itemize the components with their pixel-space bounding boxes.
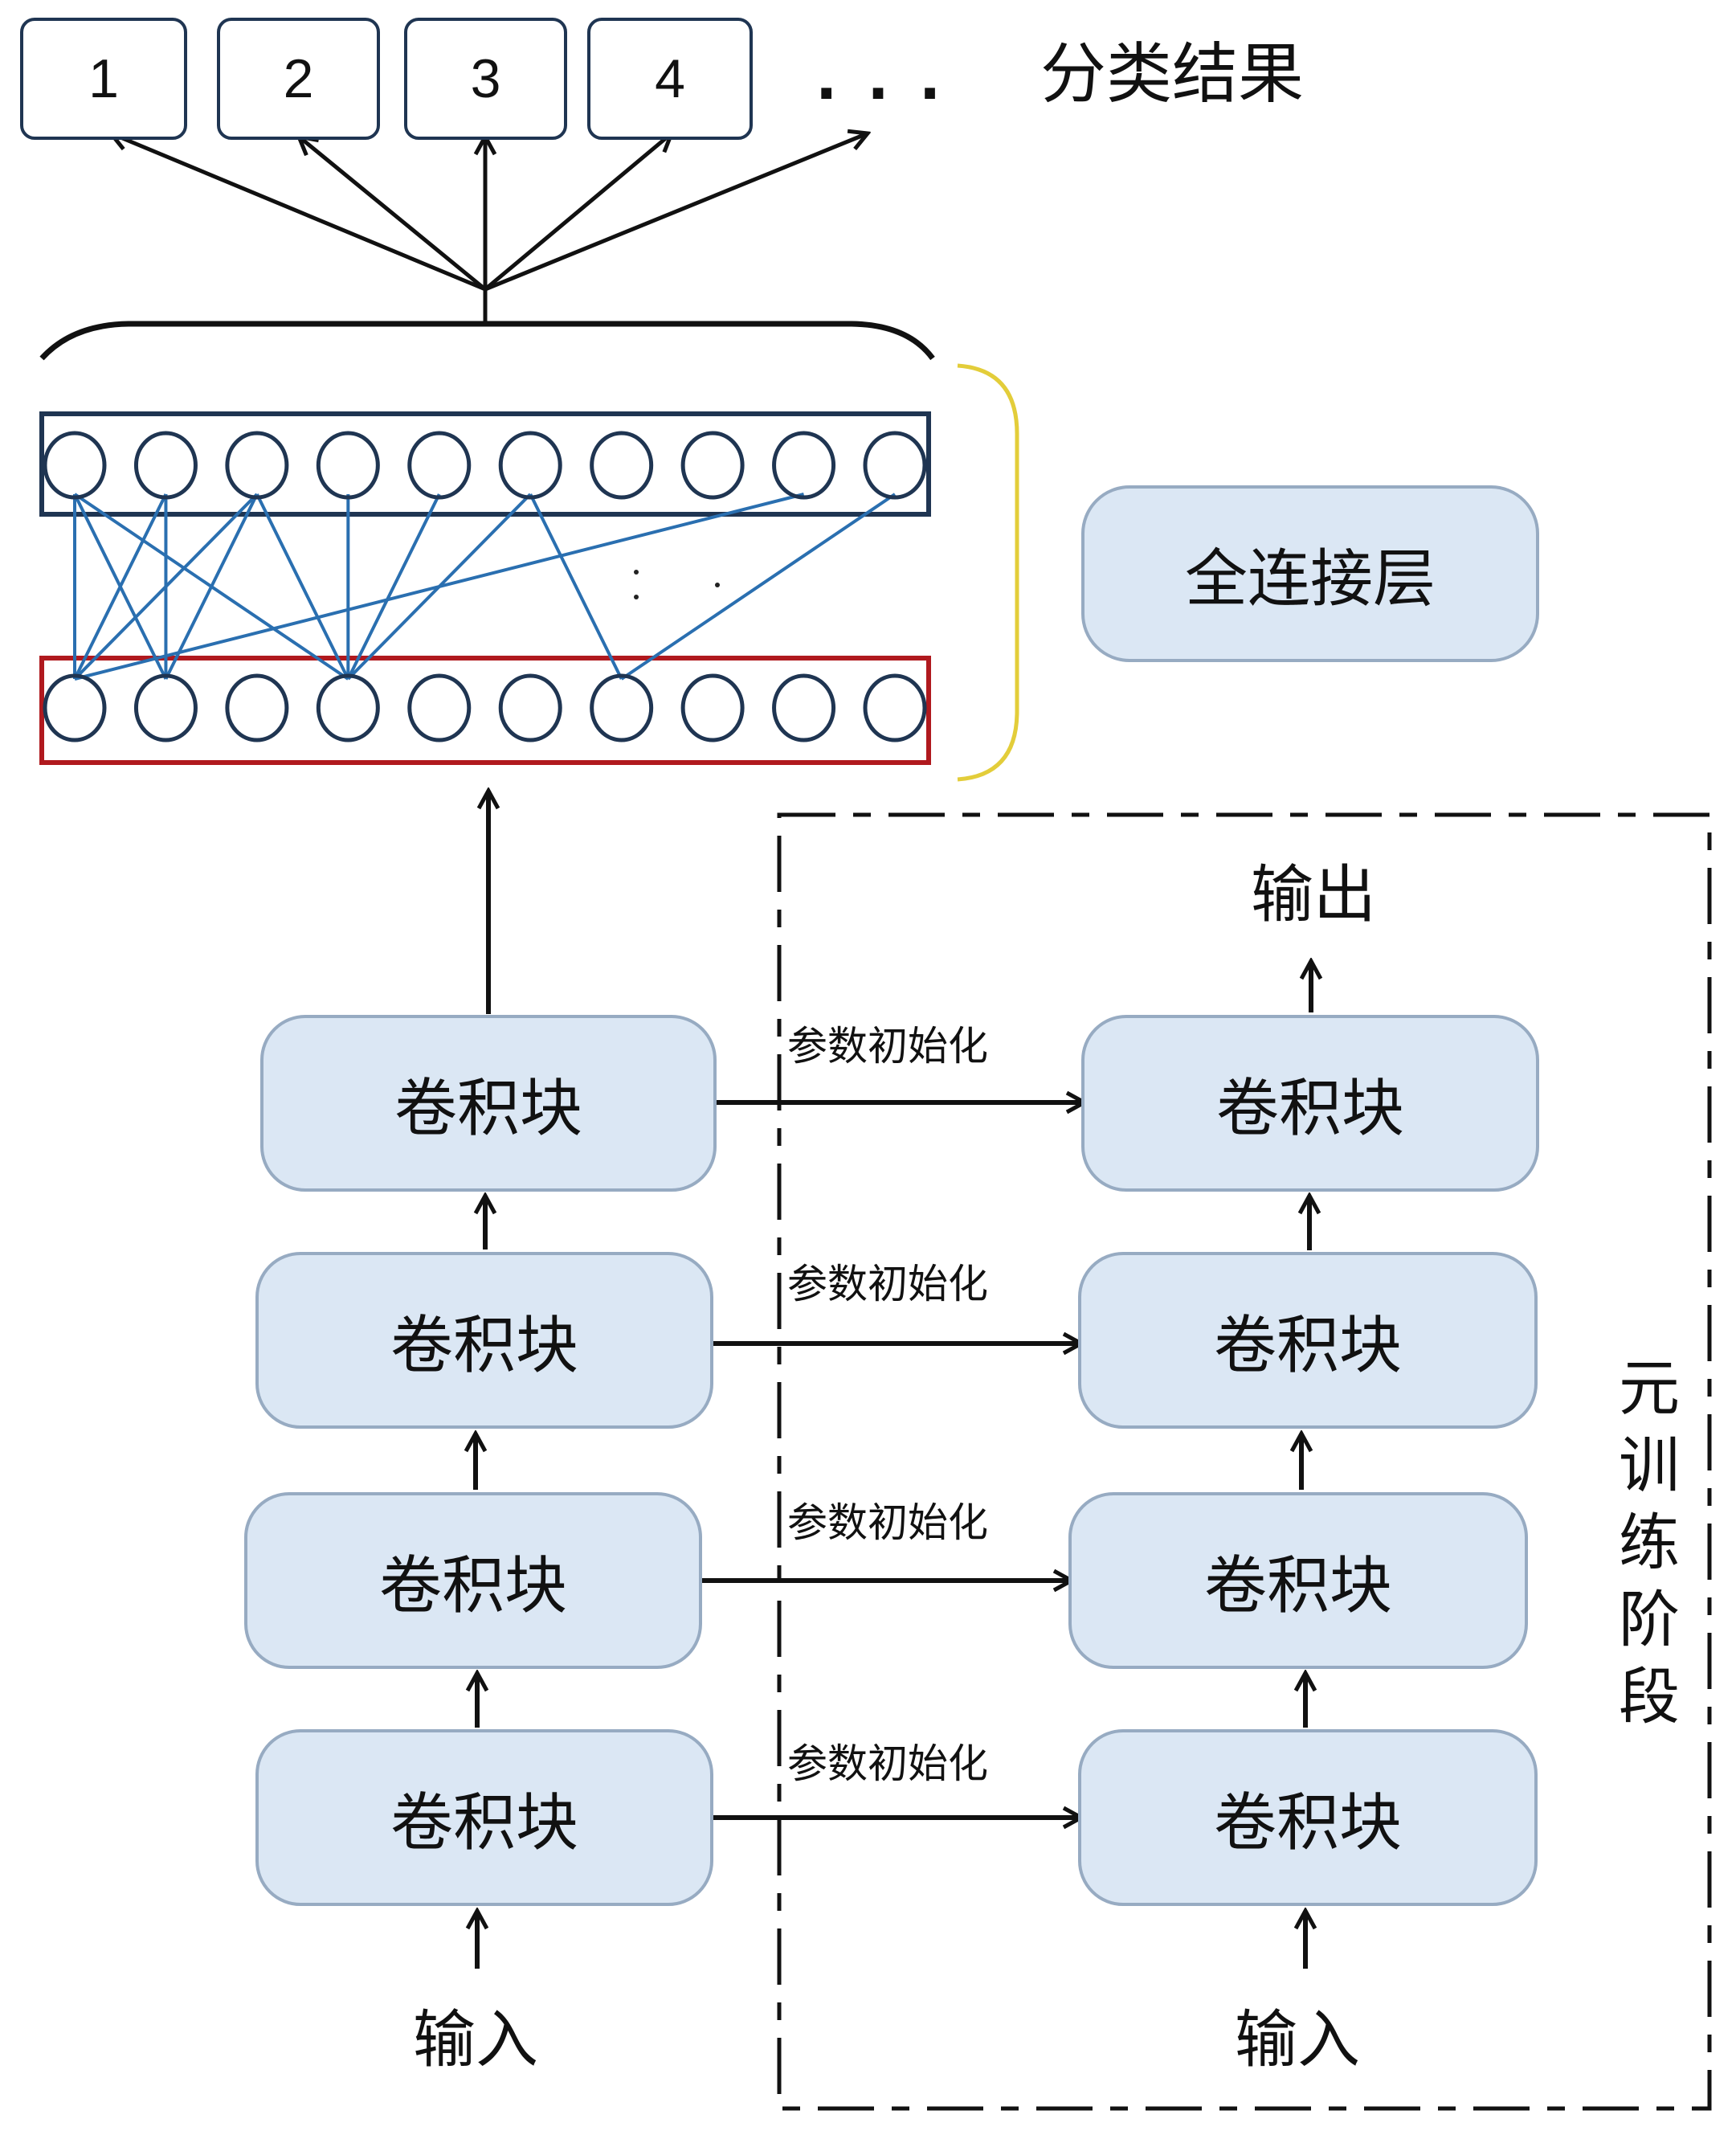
class-label: 1 bbox=[88, 48, 119, 109]
meta-conv-block-4: 卷积块 bbox=[1078, 1729, 1538, 1906]
bottom-layer-node bbox=[863, 673, 927, 742]
meta-input-label: 输入 bbox=[1235, 2004, 1361, 2076]
conv-block-label: 卷积块 bbox=[1215, 1073, 1404, 1145]
fully-connected-box: 全连接层 bbox=[1081, 485, 1539, 662]
connection-line bbox=[255, 493, 350, 680]
left-conv-block-1: 卷积块 bbox=[260, 1015, 717, 1192]
ellipsis-dot bbox=[634, 595, 639, 599]
conv-block-label: 卷积块 bbox=[378, 1550, 567, 1622]
conv-block-label: 卷积块 bbox=[1213, 1310, 1402, 1382]
conv-block-label: 卷积块 bbox=[1213, 1787, 1402, 1859]
class-box-2: 2 bbox=[217, 18, 380, 140]
param-init-label-1: 参数初始化 bbox=[787, 1023, 988, 1070]
param-init-label-3: 参数初始化 bbox=[787, 1499, 988, 1546]
connection-line bbox=[73, 493, 168, 680]
bottom-layer-node bbox=[680, 673, 745, 742]
meta-training-stage-label: 元训练阶段 bbox=[1619, 1352, 1680, 1732]
fc-bracket bbox=[957, 363, 1019, 782]
bottom-layer-node bbox=[43, 673, 107, 742]
conv-block-label: 卷积块 bbox=[390, 1310, 578, 1382]
left-conv-block-2: 卷积块 bbox=[255, 1252, 713, 1429]
bottom-layer-node bbox=[772, 673, 836, 742]
classes-ellipsis: . . . bbox=[815, 45, 946, 112]
class-label: 2 bbox=[283, 48, 314, 109]
param-init-label-2: 参数初始化 bbox=[787, 1261, 988, 1307]
class-box-4: 4 bbox=[587, 18, 753, 140]
output-label: 输出 bbox=[1251, 859, 1377, 931]
bottom-layer-node bbox=[498, 673, 562, 742]
connection-line bbox=[529, 493, 623, 680]
conv-block-label: 卷积块 bbox=[1203, 1550, 1392, 1622]
class-label: 3 bbox=[470, 48, 501, 109]
connection-line bbox=[620, 493, 897, 681]
top-layer-box bbox=[39, 411, 931, 517]
top-layer-node bbox=[43, 431, 107, 500]
bottom-layer-node bbox=[133, 673, 198, 742]
top-layer-node bbox=[863, 431, 927, 500]
top-layer-node bbox=[316, 431, 380, 500]
bottom-layer-node bbox=[590, 673, 654, 742]
arrow-to-more-classes bbox=[484, 133, 868, 292]
class-label: 4 bbox=[655, 48, 685, 109]
ellipsis-dot bbox=[715, 583, 720, 587]
left-conv-block-3: 卷积块 bbox=[244, 1492, 702, 1669]
left-conv-block-4: 卷积块 bbox=[255, 1729, 713, 1906]
arrow-to-class-2 bbox=[299, 137, 487, 291]
ellipsis-dot bbox=[634, 570, 639, 575]
class-box-3: 3 bbox=[404, 18, 567, 140]
conv-block-label: 卷积块 bbox=[390, 1787, 578, 1859]
meta-conv-block-3: 卷积块 bbox=[1068, 1492, 1528, 1669]
connection-line bbox=[346, 493, 441, 680]
bottom-layer-node bbox=[225, 673, 289, 742]
conv-block-label: 卷积块 bbox=[394, 1073, 582, 1145]
layer-connections bbox=[73, 493, 897, 681]
param-init-label-4: 参数初始化 bbox=[787, 1740, 988, 1787]
bottom-layer-node bbox=[316, 673, 380, 742]
top-layer-node bbox=[225, 431, 289, 500]
connection-line bbox=[164, 493, 259, 680]
arrow-to-class-4 bbox=[484, 133, 672, 291]
connection-line bbox=[74, 493, 805, 681]
meta-training-region bbox=[777, 812, 1712, 2111]
top-layer-node bbox=[498, 431, 562, 500]
fully-connected-label: 全连接层 bbox=[1184, 543, 1436, 616]
top-layer-node bbox=[772, 431, 836, 500]
bottom-layer-box bbox=[39, 656, 931, 765]
left-input-label: 输入 bbox=[413, 2004, 539, 2076]
class-box-1: 1 bbox=[20, 18, 187, 140]
top-brace bbox=[39, 321, 935, 361]
top-layer-node bbox=[133, 431, 198, 500]
top-layer-node bbox=[680, 431, 745, 500]
classification-title: 分类结果 bbox=[1040, 36, 1305, 112]
top-layer-node bbox=[590, 431, 654, 500]
meta-conv-block-2: 卷积块 bbox=[1078, 1252, 1538, 1429]
layer-nodes bbox=[43, 431, 927, 742]
classification-arrows bbox=[111, 133, 868, 325]
bottom-layer-node bbox=[407, 673, 472, 742]
connection-line bbox=[73, 493, 259, 681]
arrow-to-class-1 bbox=[111, 133, 486, 292]
top-layer-node bbox=[407, 431, 472, 500]
meta-conv-block-1: 卷积块 bbox=[1081, 1015, 1539, 1192]
